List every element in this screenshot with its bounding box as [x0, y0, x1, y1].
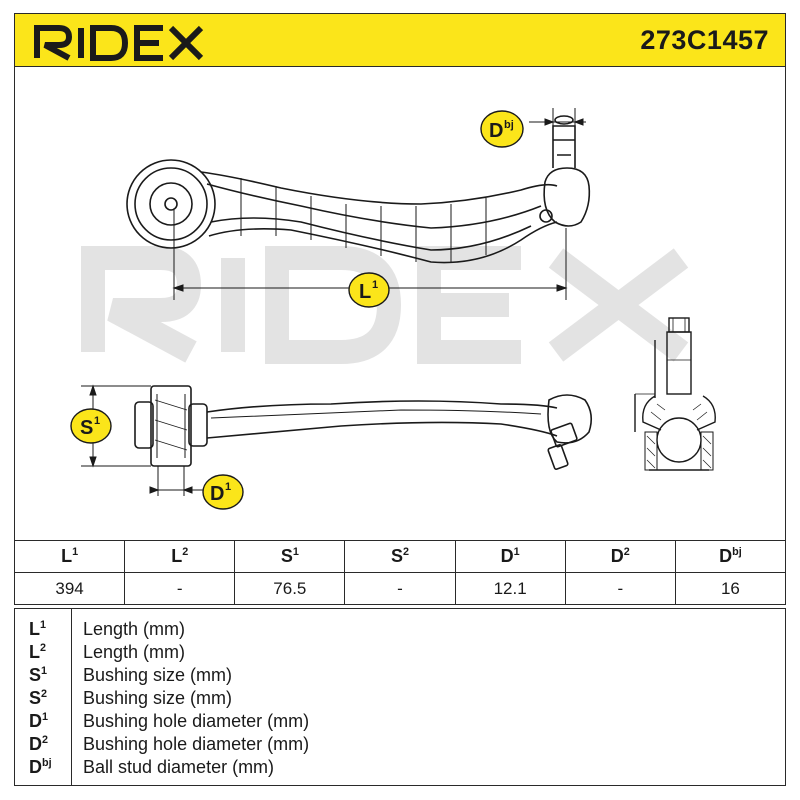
- legend-item: S1 Bushing size (mm): [15, 665, 785, 687]
- legend-item: D1 Bushing hole diameter (mm): [15, 711, 785, 733]
- header-d2: D2: [564, 540, 676, 573]
- dbj-dimension: [529, 108, 586, 126]
- value-s1: 76.5: [234, 572, 346, 605]
- legend-description: Bushing size (mm): [83, 665, 233, 685]
- legend-divider: [71, 609, 72, 785]
- value-l1: 394: [13, 572, 126, 605]
- technical-drawing: D bj L 1 S 1 D 1: [14, 66, 786, 540]
- s1-badge-label: S: [80, 417, 93, 439]
- l1-dimension: [172, 210, 568, 300]
- legend-item: S2 Bushing size (mm): [15, 688, 785, 710]
- value-s2: -: [344, 572, 456, 605]
- header-dbj: Dbj: [674, 540, 787, 573]
- legend-description: Bushing hole diameter (mm): [83, 711, 310, 731]
- legend-symbol: S1: [29, 665, 48, 685]
- legend-description: Ball stud diameter (mm): [83, 757, 275, 777]
- value-l2: -: [124, 572, 236, 605]
- legend-item: D2 Bushing hole diameter (mm): [15, 734, 785, 756]
- legend-item: Dbj Ball stud diameter (mm): [15, 757, 785, 779]
- header-s2: S2: [344, 540, 456, 573]
- header-bar: 273C1457: [14, 13, 786, 67]
- table-header-row: L1 L2 S1 S2 D1 D2 Dbj: [13, 540, 787, 573]
- dbj-badge-label: D: [489, 120, 503, 142]
- watermark-logo: [81, 246, 689, 364]
- d1-badge: D 1: [202, 474, 244, 510]
- legend-description: Bushing hole diameter (mm): [83, 734, 310, 754]
- l1-badge-label: L: [359, 281, 371, 303]
- header-d1: D1: [454, 540, 566, 573]
- value-d1: 12.1: [454, 572, 566, 605]
- dbj-badge-sup: bj: [504, 119, 514, 131]
- legend-description: Length (mm): [83, 642, 186, 662]
- d1-badge-sup: 1: [225, 481, 231, 493]
- dbj-badge: D bj: [480, 110, 524, 148]
- l1-badge: L 1: [348, 272, 390, 308]
- legend-item: L2 Length (mm): [15, 642, 785, 664]
- legend-description: Length (mm): [83, 619, 186, 639]
- legend-symbol: L1: [29, 619, 47, 639]
- d1-badge-label: D: [210, 483, 224, 505]
- ball-joint-section: [634, 317, 716, 471]
- legend-symbol: D2: [29, 734, 49, 754]
- legend-symbol: L2: [29, 642, 47, 662]
- legend-box: L1 Length (mm) L2 Length (mm) S1 Bushing…: [14, 608, 786, 786]
- legend-item: L1 Length (mm): [15, 619, 785, 641]
- legend-symbol: Dbj: [29, 757, 52, 777]
- control-arm-side-view: [134, 385, 593, 470]
- header-l2: L2: [124, 540, 236, 573]
- s1-badge-sup: 1: [94, 415, 100, 427]
- part-number: 273C1457: [640, 25, 769, 55]
- legend-symbol: S2: [29, 688, 48, 708]
- value-d2: -: [564, 572, 676, 605]
- value-dbj: 16: [674, 572, 787, 605]
- header-s1: S1: [234, 540, 346, 573]
- dimensions-table: L1 L2 S1 S2 D1 D2 Dbj 394 - 76.5 - 12.1 …: [13, 540, 787, 605]
- s1-badge: S 1: [70, 408, 112, 444]
- legend-description: Bushing size (mm): [83, 688, 233, 708]
- table-values-row: 394 - 76.5 - 12.1 - 16: [13, 572, 787, 605]
- legend-symbol: D1: [29, 711, 49, 731]
- header-l1: L1: [13, 540, 126, 573]
- ridex-logo: [34, 25, 204, 61]
- control-arm-top-view: [126, 115, 591, 264]
- l1-badge-sup: 1: [372, 279, 378, 291]
